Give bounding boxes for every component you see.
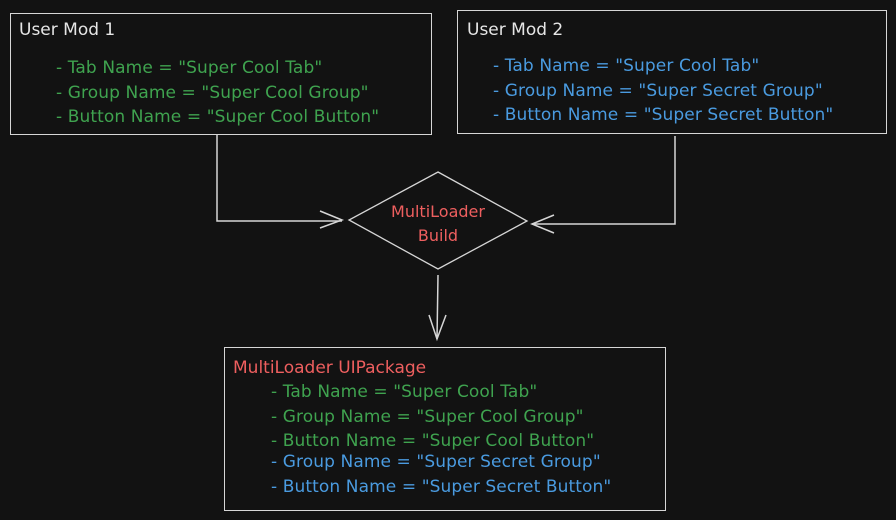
build-diamond: [347, 171, 529, 270]
arrowhead-mod2: [530, 214, 555, 234]
mod1-button-line: - Button Name = "Super Cool Button": [56, 107, 380, 127]
user-mod-1-title: User Mod 1: [19, 20, 116, 40]
arrow-mod1-to-build: [216, 134, 342, 222]
user-mod-2-box: User Mod 2 - Tab Name = "Super Cool Tab"…: [457, 10, 887, 134]
mod2-tab-line: - Tab Name = "Super Cool Tab": [493, 56, 760, 76]
package-line: - Group Name = "Super Cool Group": [271, 407, 584, 427]
arrowhead-package: [428, 314, 447, 342]
mod2-button-line: - Button Name = "Super Secret Button": [493, 105, 834, 125]
build-label-1: MultiLoader: [391, 202, 485, 221]
user-mod-1-box: User Mod 1 - Tab Name = "Super Cool Tab"…: [10, 13, 432, 135]
package-line: - Button Name = "Super Secret Button": [271, 477, 612, 497]
mod1-tab-line: - Tab Name = "Super Cool Tab": [56, 58, 323, 78]
ui-package-title: MultiLoader UIPackage: [233, 358, 427, 378]
arrow-build-to-package: [436, 274, 439, 340]
mod1-group-line: - Group Name = "Super Cool Group": [56, 83, 369, 103]
arrowhead-mod1: [319, 210, 345, 229]
build-label-2: Build: [417, 226, 459, 245]
package-line: - Tab Name = "Super Cool Tab": [271, 382, 538, 402]
package-line: - Group Name = "Super Secret Group": [271, 452, 601, 472]
mod2-group-line: - Group Name = "Super Secret Group": [493, 81, 823, 101]
user-mod-2-title: User Mod 2: [467, 20, 564, 40]
ui-package-box: MultiLoader UIPackage - Tab Name = "Supe…: [224, 347, 666, 511]
package-line: - Button Name = "Super Cool Button": [271, 431, 595, 451]
arrow-mod2-to-build: [532, 136, 676, 225]
